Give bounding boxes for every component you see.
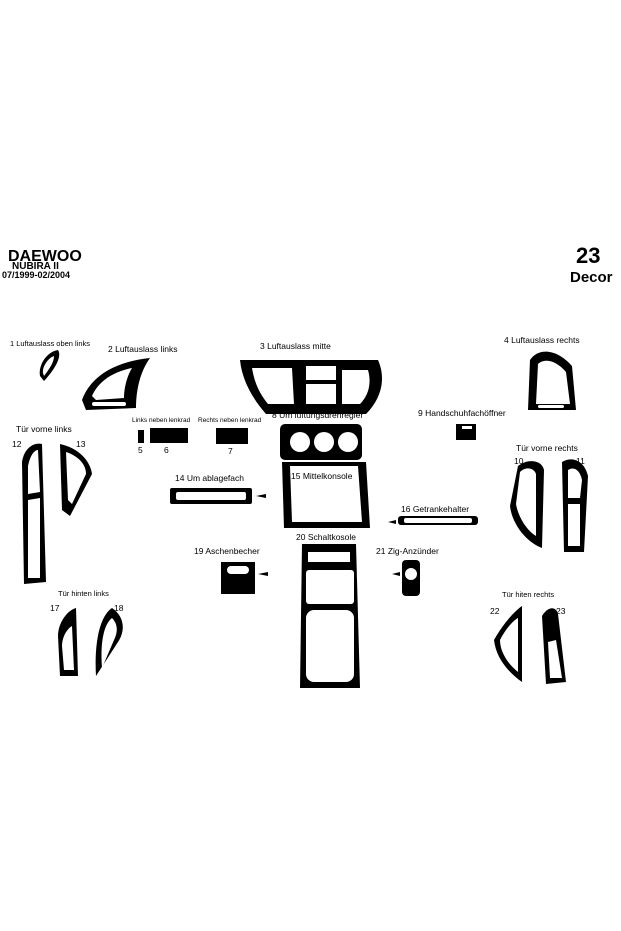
- set-number: 23: [576, 243, 601, 268]
- label-part-7: 7: [228, 446, 233, 456]
- part-8-ring-center: [314, 432, 334, 452]
- part-1-cutout: [42, 356, 54, 376]
- arrow-icon-14: [256, 494, 266, 498]
- label-part-13: 13: [76, 439, 86, 449]
- part-8-ring-left: [290, 432, 310, 452]
- label-part-16: 16 Getrankehalter: [401, 504, 470, 514]
- label-part-12: 12: [12, 439, 22, 449]
- label-part-21: 21 Zig-Anzünder: [376, 546, 439, 556]
- part-3-center-bottom-cutout: [306, 384, 336, 404]
- part-20-bottom-cutout: [306, 610, 354, 682]
- label-part-22: 22: [490, 606, 500, 616]
- label-part-3: 3 Luftauslass mitte: [260, 341, 331, 351]
- label-part-23: 23: [556, 606, 566, 616]
- arrow-icon-21: [392, 572, 400, 576]
- label-part-15: 15 Mittelkonsole: [291, 471, 353, 481]
- label-part-8: 8 Um lüftungsdrehregler: [272, 410, 364, 420]
- part-11-bottom-cutout: [568, 504, 580, 546]
- label-tur-vorne-links: Tür vorne links: [16, 424, 72, 434]
- model-title: NUBIRA II: [12, 261, 59, 272]
- part-14-cutout: [176, 492, 246, 500]
- part-18-cutout: [101, 618, 117, 668]
- part-23-cutout: [548, 640, 562, 678]
- label-part-17: 17: [50, 603, 60, 613]
- label-part-5: 5: [138, 445, 143, 455]
- part-7-shape: [216, 428, 248, 444]
- label-tur-hiten-rechts: Tür hiten rechts: [502, 590, 555, 599]
- label-rechts-neben-lenkrad: Rechts neben lenkrad: [198, 417, 262, 424]
- part-20-top-cutout: [308, 552, 350, 562]
- part-5-shape: [138, 430, 144, 443]
- brand-title: DAEWOO: [8, 248, 82, 265]
- label-part-10: 10: [514, 456, 524, 466]
- part-4-slot: [538, 405, 564, 408]
- part-6-shape: [150, 428, 188, 443]
- years-title: 07/1999-02/2004: [2, 270, 71, 280]
- part-20-mid-cutout: [306, 570, 354, 604]
- part-3-right-cutout: [342, 370, 370, 404]
- part-22-cutout: [500, 618, 518, 672]
- label-part-14: 14 Um ablagefach: [175, 473, 244, 483]
- arrow-icon-19: [258, 572, 268, 576]
- label-links-neben-lenkrad: Links neben lenkrad: [132, 417, 191, 424]
- part-2-cutout: [92, 368, 132, 400]
- part-9-cutout: [462, 426, 472, 429]
- part-4-cutout: [536, 360, 570, 404]
- part-13-cutout: [66, 452, 86, 504]
- label-part-1: 1 Luftauslass oben links: [10, 339, 91, 348]
- label-part-6: 6: [164, 445, 169, 455]
- part-8-ring-right: [338, 432, 358, 452]
- part-10-cutout: [516, 468, 536, 536]
- label-part-11: 11: [576, 456, 585, 466]
- part-3-left-cutout: [252, 368, 294, 404]
- part-12-top-cutout: [28, 450, 40, 494]
- label-part-4: 4 Luftauslass rechts: [504, 335, 580, 345]
- label-part-2: 2 Luftauslass links: [108, 344, 178, 354]
- part-17-cutout: [62, 626, 74, 670]
- part-16-cutout: [404, 518, 472, 523]
- label-part-9: 9 Handschuhfachöffner: [418, 408, 506, 418]
- label-part-19: 19 Aschenbecher: [194, 546, 260, 556]
- part-2-slot: [92, 402, 126, 406]
- part-3-center-top-cutout: [306, 366, 336, 380]
- part-21-ring: [405, 568, 417, 580]
- part-11-top-cutout: [568, 468, 582, 498]
- part-15-cutout: [290, 466, 362, 522]
- label-part-18: 18: [114, 603, 124, 613]
- label-part-20: 20 Schaltkosole: [296, 532, 357, 542]
- set-name: Decor: [570, 269, 613, 286]
- part-12-cutout: [28, 498, 40, 578]
- arrow-icon-16: [388, 520, 396, 524]
- label-tur-hinten-links: Tür hinten links: [58, 589, 109, 598]
- part-19-cutout: [227, 566, 249, 574]
- label-tur-vorne-rechts: Tür vorne rechts: [516, 443, 578, 453]
